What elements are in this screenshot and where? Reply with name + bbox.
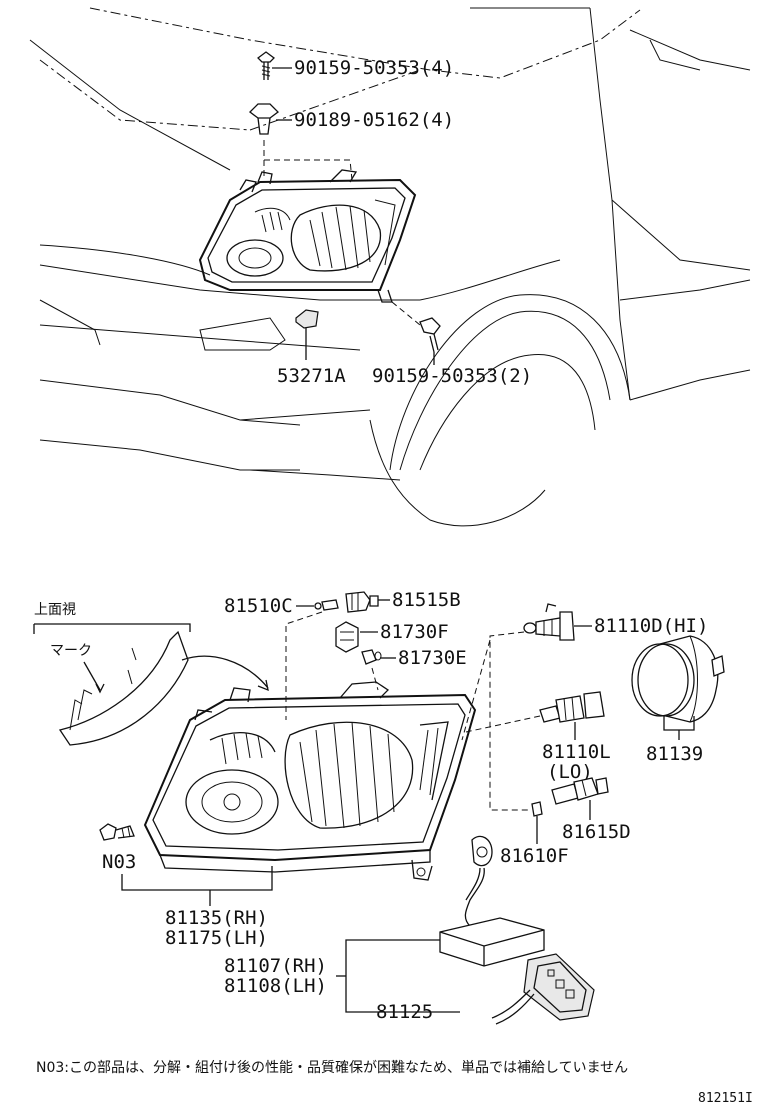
label-socket-f: 81730F bbox=[380, 621, 449, 643]
label-bulb-lo: 81110L bbox=[542, 741, 611, 763]
label-n03: N03 bbox=[102, 851, 136, 873]
label-bulb-lo-tag: (LO) bbox=[547, 761, 593, 783]
label-bulb-hi: 81110D(HI) bbox=[594, 615, 708, 637]
screw-bottom-part bbox=[419, 317, 441, 365]
ballast-subunit-part bbox=[491, 953, 595, 1025]
footnote-text: N03:この部品は、分解・組付け後の性能・品質確保が困難なため、単品では補給して… bbox=[36, 1060, 628, 1076]
label-screw-top: 90159-50353(4) bbox=[294, 57, 454, 79]
screw-top-part bbox=[257, 51, 275, 80]
cap-part bbox=[631, 635, 725, 723]
label-ballast-sub: 81125 bbox=[376, 1001, 433, 1023]
bulb-b-part bbox=[345, 591, 379, 613]
label-socket-d: 81615D bbox=[562, 821, 631, 843]
bulb-lo-part bbox=[539, 691, 605, 723]
headlamp-installed bbox=[198, 169, 417, 303]
label-bulb-b: 81515B bbox=[392, 589, 461, 611]
label-bulb-e: 81730E bbox=[398, 647, 467, 669]
inset-mark-label: マーク bbox=[50, 643, 92, 659]
bulb-e-part bbox=[361, 649, 382, 665]
top-view-inset: 上面視 マーク bbox=[33, 602, 269, 746]
label-bulb-socket-c: 81510C bbox=[224, 595, 293, 617]
nut-part bbox=[295, 309, 319, 360]
ballast-harness bbox=[464, 835, 493, 927]
bulb-hi-part bbox=[523, 603, 575, 641]
label-ballast-lh: 81108(LH) bbox=[224, 975, 327, 997]
clip-top-part bbox=[249, 103, 279, 135]
label-nut: 53271A bbox=[277, 365, 346, 387]
label-screw-bottom: 90159-50353(2) bbox=[372, 365, 532, 387]
ballast-part bbox=[439, 917, 545, 967]
adjuster-screw-part bbox=[99, 823, 135, 841]
label-ballast-rh: 81107(RH) bbox=[224, 955, 327, 977]
bulb-socket-c-part bbox=[314, 599, 339, 611]
socket-f-part bbox=[335, 621, 359, 653]
bulb-f-part bbox=[531, 801, 543, 817]
label-cap: 81139 bbox=[646, 743, 703, 765]
inset-title: 上面視 bbox=[34, 602, 76, 618]
label-bulb-f: 81610F bbox=[500, 845, 569, 867]
label-unit-rh: 81135(RH) bbox=[165, 907, 268, 929]
label-clip-top: 90189-05162(4) bbox=[294, 109, 454, 131]
label-unit-lh: 81175(LH) bbox=[165, 927, 268, 949]
vehicle-outline bbox=[29, 7, 751, 527]
headlamp-exploded bbox=[143, 681, 477, 881]
diagram-code: 812151I bbox=[698, 1091, 753, 1106]
socket-d-part bbox=[551, 777, 609, 805]
